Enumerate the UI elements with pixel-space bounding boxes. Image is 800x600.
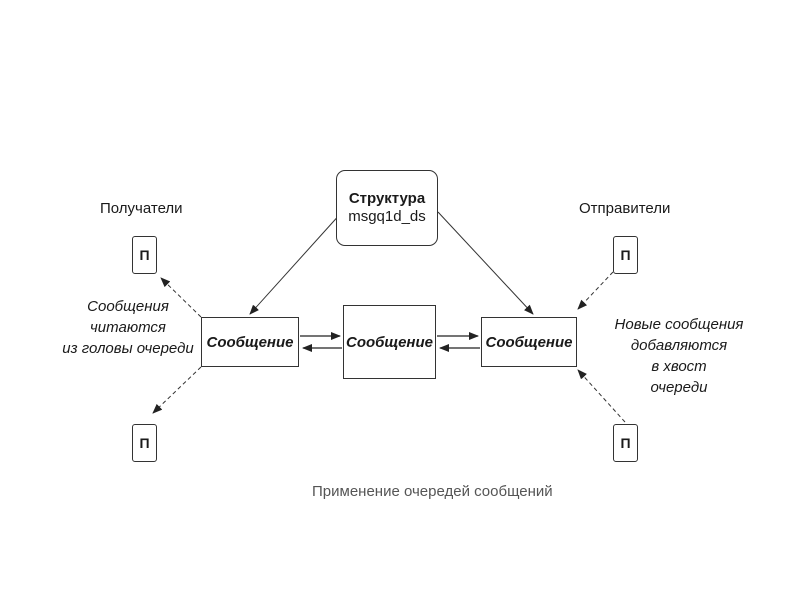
added-to-tail-note: Новые сообщения добавляются в хвост очер… xyxy=(598,314,760,398)
structure-box: Структура msgq1d_ds xyxy=(336,170,438,246)
message-box-head: Сообщение xyxy=(201,317,299,367)
figure-caption: Применение очередей сообщений xyxy=(312,483,553,500)
add-note-line-2: добавляются xyxy=(630,337,728,354)
read-arrow-top-left xyxy=(160,277,202,318)
read-note-line-1: Сообщения xyxy=(87,298,169,315)
write-arrow-bottom-right xyxy=(577,369,626,423)
structure-to-left-message-arrow xyxy=(249,211,343,315)
receiver-process-bottom: П xyxy=(132,424,157,462)
write-arrow-top-right xyxy=(577,271,614,310)
add-note-line-3: в хвост xyxy=(651,358,707,375)
read-from-head-note: Сообщения читаются из головы очереди xyxy=(58,296,198,359)
senders-label: Отправители xyxy=(579,200,671,217)
structure-title: Структура xyxy=(348,190,426,207)
structure-name: msgq1d_ds xyxy=(348,208,426,225)
read-note-line-2: читаются xyxy=(90,319,166,336)
queue-arrows-center-right xyxy=(437,332,480,352)
add-note-line-4: очереди xyxy=(650,379,708,396)
read-note-line-3: из головы очереди xyxy=(62,340,194,357)
sender-process-top: П xyxy=(613,236,638,274)
add-note-line-1: Новые сообщения xyxy=(614,316,744,333)
read-arrow-bottom-left xyxy=(152,366,202,414)
structure-to-right-message-arrow xyxy=(437,211,534,315)
message-box-tail: Сообщение xyxy=(481,317,577,367)
receivers-label: Получатели xyxy=(100,200,183,217)
sender-process-bottom: П xyxy=(613,424,638,462)
message-box-middle: Сообщение xyxy=(343,305,436,379)
queue-arrows-left-center xyxy=(300,332,342,352)
receiver-process-top: П xyxy=(132,236,157,274)
